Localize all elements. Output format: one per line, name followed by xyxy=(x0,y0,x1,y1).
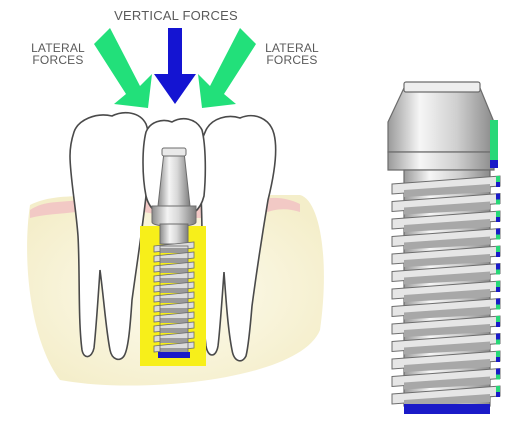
lateral-force-arrow-icon-left xyxy=(94,28,152,108)
lateral-force-arrow-icon-right xyxy=(198,28,256,108)
vertical-force-arrow-icon xyxy=(154,28,196,104)
large-implant-closeup xyxy=(388,82,500,414)
